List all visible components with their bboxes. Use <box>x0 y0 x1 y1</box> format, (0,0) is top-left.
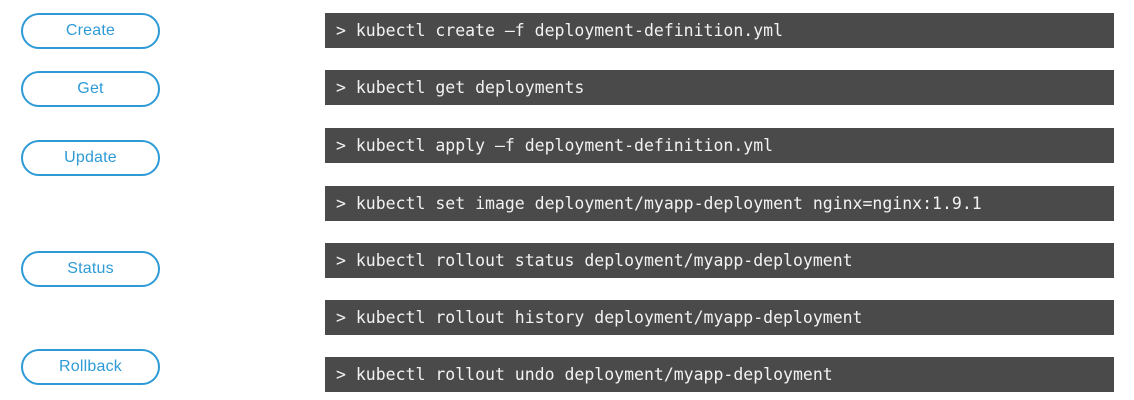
command-bar-get[interactable]: > kubectl get deployments <box>325 70 1114 105</box>
command-bar-rollout-history[interactable]: > kubectl rollout history deployment/mya… <box>325 300 1114 335</box>
update-button[interactable]: Update <box>21 140 160 176</box>
command-text: > kubectl set image deployment/myapp-dep… <box>336 194 982 213</box>
command-text: > kubectl apply –f deployment-definition… <box>336 136 774 155</box>
command-text: > kubectl get deployments <box>336 78 585 97</box>
command-bar-set-image[interactable]: > kubectl set image deployment/myapp-dep… <box>325 186 1114 221</box>
command-bar-rollout-undo[interactable]: > kubectl rollout undo deployment/myapp-… <box>325 357 1114 392</box>
command-bar-create[interactable]: > kubectl create –f deployment-definitio… <box>325 13 1114 48</box>
command-bar-apply[interactable]: > kubectl apply –f deployment-definition… <box>325 128 1114 163</box>
command-bar-rollout-status[interactable]: > kubectl rollout status deployment/myap… <box>325 243 1114 278</box>
command-text: > kubectl rollout status deployment/myap… <box>336 251 853 270</box>
command-text: > kubectl rollout history deployment/mya… <box>336 308 863 327</box>
get-button[interactable]: Get <box>21 71 160 107</box>
rollback-button[interactable]: Rollback <box>21 349 160 385</box>
command-text: > kubectl create –f deployment-definitio… <box>336 21 784 40</box>
command-text: > kubectl rollout undo deployment/myapp-… <box>336 365 833 384</box>
create-button[interactable]: Create <box>21 13 160 49</box>
status-button[interactable]: Status <box>21 251 160 287</box>
